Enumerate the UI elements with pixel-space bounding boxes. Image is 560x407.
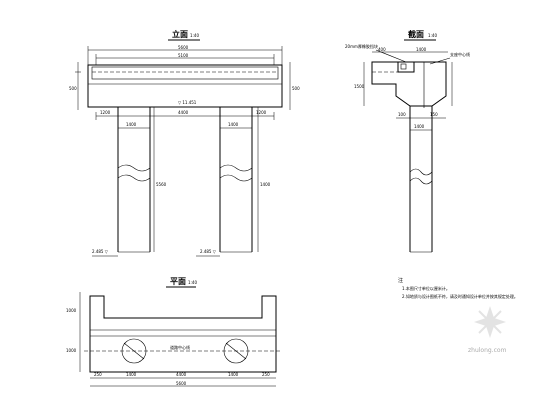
plan-dim-side2: 1000 xyxy=(66,348,77,353)
note-item-1: 1.本图尺寸单位以厘米计。 xyxy=(402,285,450,291)
plan-dim-right-off: 250 xyxy=(262,372,270,377)
section-dim-height: 1500 xyxy=(354,84,365,89)
elev-dim-left-overhang: 1200 xyxy=(100,110,111,115)
watermark-logo xyxy=(474,306,506,338)
elev-level-ground-right: 2.485 ▽ xyxy=(200,249,217,254)
notes: 注 1.本图尺寸单位以厘米计。 2.如地质与设计图纸不符，请及时通知设计单位并按… xyxy=(398,277,518,299)
plan-dim-w2: 1400 xyxy=(228,372,239,377)
elev-dim-cap-h2: 1400 xyxy=(260,182,271,187)
watermark-text: zhulong.com xyxy=(468,347,507,354)
plan-label-center: 道路中心线 xyxy=(170,344,190,350)
elevation-scale: 1:40 xyxy=(190,33,199,38)
section-label-waterstop: 20mm厚橡胶挡块 xyxy=(345,43,378,49)
elev-level-ground-left: 2.485 ▽ xyxy=(92,249,109,254)
watermark: zhulong.com xyxy=(468,306,507,354)
elev-dim-height: 5560 xyxy=(156,182,167,187)
section-dim-col: 1400 xyxy=(414,124,425,129)
plan-dim-span: 4400 xyxy=(176,372,187,377)
section-scale: 1:40 xyxy=(428,33,437,38)
plan-dim-total: 5600 xyxy=(176,381,187,386)
section-dim-top-mid: 1400 xyxy=(416,47,427,52)
note-item-2: 2.如地质与设计图纸不符，请及时通知设计单位并按其规定处理。 xyxy=(402,293,518,299)
elev-dim-top-inner: 5100 xyxy=(178,53,189,58)
elevation-title: 立面 xyxy=(172,29,188,39)
elev-dim-center-span: 4400 xyxy=(178,110,189,115)
notes-title: 注 xyxy=(398,277,403,284)
section-view: 截面 1:40 20mm厚橡胶挡块 支座中心线 400 1400 1500 10… xyxy=(345,29,470,253)
elev-dim-right-col: 1400 xyxy=(228,122,239,127)
section-label-centerline: 支座中心线 xyxy=(450,51,470,57)
elev-dim-left-side: 500 xyxy=(69,86,77,91)
plan-dim-side1: 1000 xyxy=(66,308,77,313)
plan-title: 平面 xyxy=(170,277,186,286)
section-dim-bot-right: 150 xyxy=(430,112,438,117)
plan-scale: 1:40 xyxy=(188,280,197,285)
section-dim-bot-left: 100 xyxy=(398,112,406,117)
elev-dim-right-side: 500 xyxy=(292,86,300,91)
section-dim-top-left: 400 xyxy=(378,47,386,52)
section-title: 截面 xyxy=(408,29,424,39)
elevation-view: 立面 1:40 5600 5100 500 500 ▽ 11.451 1200 … xyxy=(69,29,300,257)
elev-level-cap-bottom: ▽ 11.451 xyxy=(178,100,197,105)
elev-dim-left-col: 1400 xyxy=(126,122,137,127)
plan-dim-w1: 1400 xyxy=(126,372,137,377)
elev-dim-right-overhang: 1200 xyxy=(256,110,267,115)
plan-dim-left-off: 250 xyxy=(94,372,102,377)
elev-dim-top-total: 5600 xyxy=(178,45,189,50)
plan-view: 平面 1:40 1000 1000 道路中心线 250 1400 4400 14… xyxy=(66,277,282,387)
